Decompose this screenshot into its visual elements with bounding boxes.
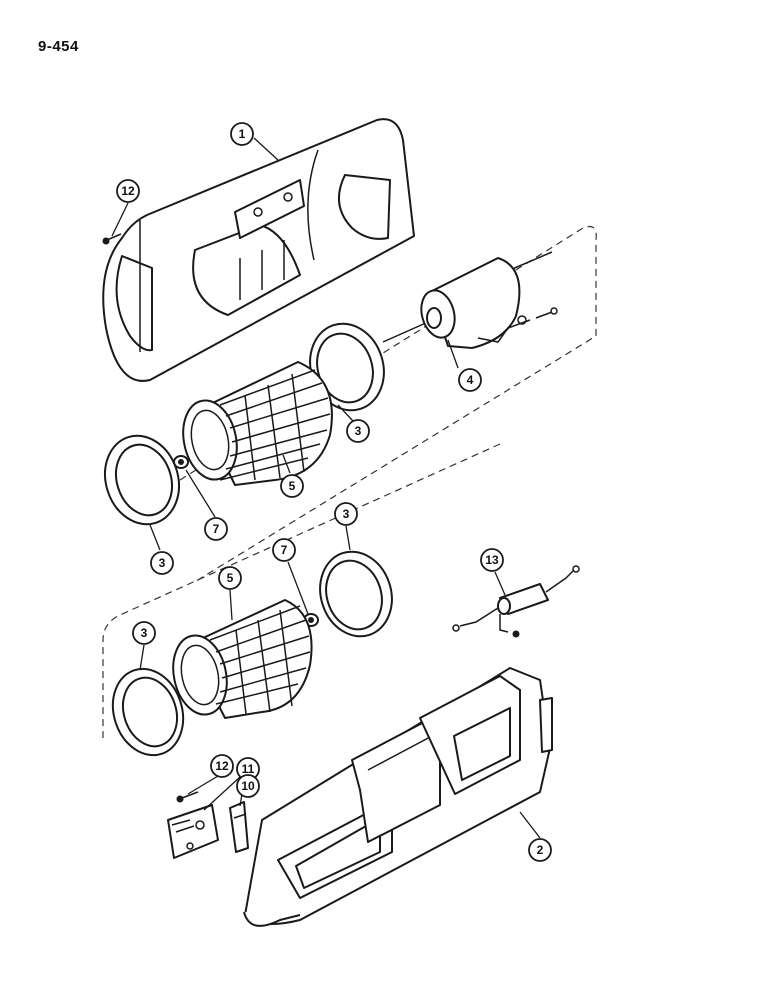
callout-3-upper-right: 3 (346, 419, 370, 443)
callout-13: 13 (480, 548, 504, 572)
blower-motor (382, 251, 558, 349)
page-number: 9-454 (38, 38, 79, 55)
callout-12-upper-label: 12 (121, 184, 135, 198)
callout-3-upper-right-label: 3 (355, 424, 362, 438)
callout-5-lower-label: 5 (227, 571, 234, 585)
callout-3-left: 3 (150, 551, 174, 575)
callout-10-label: 10 (241, 779, 255, 793)
callout-12-lower: 12 (210, 754, 234, 778)
callout-3-lower-center-label: 3 (343, 507, 350, 521)
callout-5-upper-label: 5 (289, 479, 296, 493)
mounting-ring-upper-right (309, 322, 385, 412)
upper-housing (102, 118, 415, 382)
mounting-ring-left (104, 434, 180, 526)
blower-resistor (452, 565, 580, 638)
callout-7-upper-label: 7 (213, 522, 220, 536)
callout-1: 1 (230, 122, 254, 146)
callout-3-lower-center: 3 (334, 502, 358, 526)
blower-wheel-upper (182, 361, 333, 486)
callout-12-upper: 12 (116, 179, 140, 203)
exploded-view-boundary-upper (179, 225, 597, 584)
blower-wheel-lower (172, 599, 313, 719)
mounting-ring-lower-center (319, 550, 393, 638)
housing-screw-upper (102, 233, 122, 245)
callout-7-upper: 7 (204, 517, 228, 541)
callout-3-lower-left: 3 (132, 621, 156, 645)
mounting-bracket (229, 801, 249, 853)
exploded-view-boundary-lower (102, 443, 501, 738)
callout-11-label: 11 (242, 762, 255, 776)
callout-11: 11 (236, 757, 260, 781)
callout-10: 10 (236, 774, 260, 798)
callout-3-lower-left-label: 3 (141, 626, 148, 640)
callout-13-label: 13 (485, 553, 499, 567)
callout-4: 4 (458, 368, 482, 392)
mounting-ring-lower-left (111, 667, 185, 757)
callout-2-label: 2 (537, 843, 544, 857)
callout-3-left-label: 3 (159, 556, 166, 570)
callout-5-lower: 5 (218, 566, 242, 590)
callout-2: 2 (528, 838, 552, 862)
callout-12-lower-label: 12 (215, 759, 229, 773)
callouts: 1 12 4 3 5 7 3 (116, 122, 552, 862)
callout-4-label: 4 (467, 373, 474, 387)
callout-5-upper: 5 (280, 474, 304, 498)
switch-plate (167, 804, 219, 859)
callout-1-label: 1 (239, 127, 246, 141)
lower-housing (243, 667, 553, 927)
housing-screw-lower (176, 791, 199, 803)
callout-7-lower-label: 7 (281, 543, 288, 557)
callout-7-lower: 7 (272, 538, 296, 562)
